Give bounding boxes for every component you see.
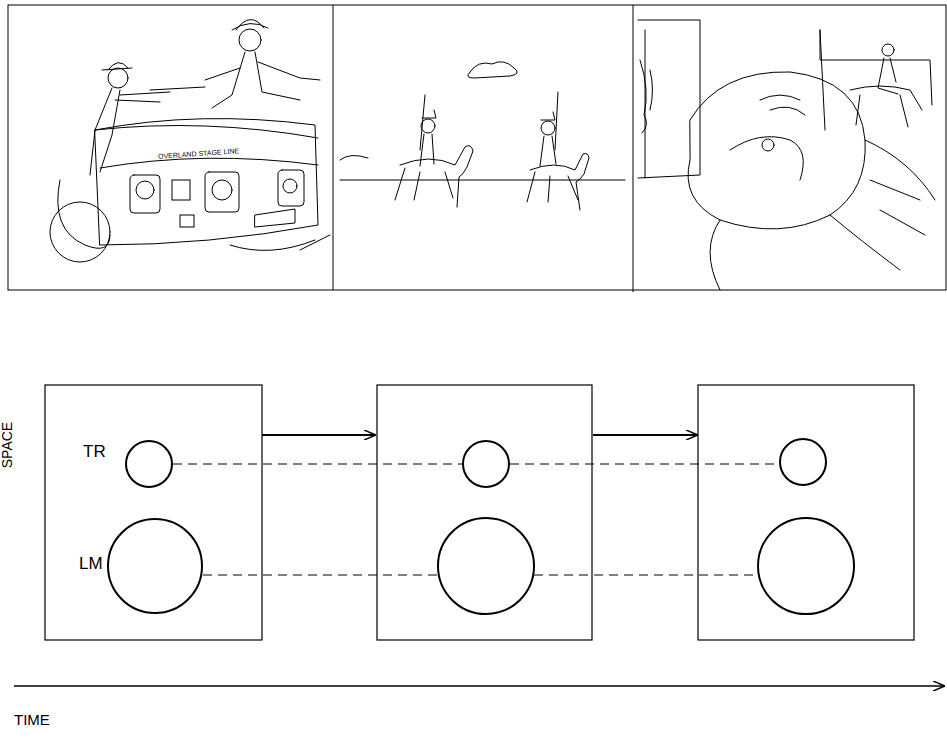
element-circle: LM xyxy=(107,518,203,614)
circle-outline xyxy=(107,518,203,614)
axis-label: TIME xyxy=(14,711,50,728)
plain-circle xyxy=(438,439,854,614)
window-sketch xyxy=(638,20,935,290)
riders-sketch xyxy=(340,62,625,210)
frame-arrow xyxy=(262,434,697,436)
element-circle: TR xyxy=(125,440,173,488)
time-axis xyxy=(14,685,944,687)
time-frame xyxy=(45,385,914,640)
circle-outline xyxy=(125,440,173,488)
axis-label: SPACE xyxy=(0,422,15,468)
comic-strip xyxy=(8,5,946,292)
element-label: LM xyxy=(79,554,103,574)
element-label: TR xyxy=(83,442,106,462)
stagecoach-sketch xyxy=(50,19,330,262)
